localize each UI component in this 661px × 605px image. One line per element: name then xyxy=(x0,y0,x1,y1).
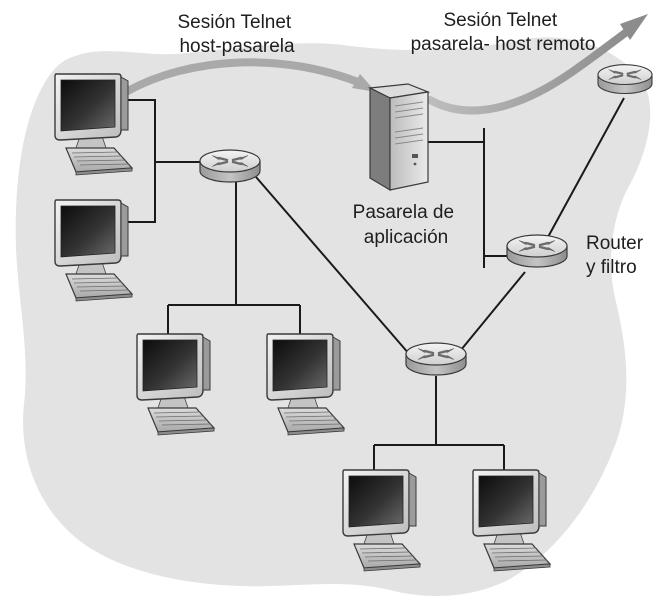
label-line: host-pasarela xyxy=(179,36,295,57)
telnet-arrow-host-gateway xyxy=(122,58,367,96)
label-application-gateway: Pasarela de aplicación xyxy=(353,202,460,248)
cable-router3-router2 xyxy=(455,271,526,357)
remote-router-icon xyxy=(596,63,654,95)
label-line: Sesión Telnet xyxy=(177,12,291,33)
cable-host-group-3 xyxy=(373,376,505,478)
label-line: Sesión Telnet xyxy=(443,10,557,31)
label-line: Router xyxy=(586,233,644,254)
telnet-session-arrows xyxy=(122,14,648,115)
label-line: y filtro xyxy=(586,257,637,278)
telnet-arrow-gateway-remote-head xyxy=(620,14,648,40)
gateway-server-icon xyxy=(369,83,429,191)
router-filter-icon xyxy=(505,233,569,269)
network-cables xyxy=(118,97,625,478)
label-line: aplicación xyxy=(364,227,449,248)
cable-router2-remote xyxy=(547,97,625,238)
telnet-arrow-gateway-remote xyxy=(426,24,636,115)
cable-router1-router3 xyxy=(255,176,411,356)
label-line: Pasarela de xyxy=(353,202,454,223)
label-router-filter: Router y filtro xyxy=(586,233,648,278)
router-icon xyxy=(198,148,262,184)
router-icon xyxy=(404,341,468,377)
label-line: pasarela- host remoto xyxy=(411,34,596,55)
label-telnet-gateway-remote: Sesión Telnet pasarela- host remoto xyxy=(411,10,596,55)
cable-host-group-2 xyxy=(167,182,301,338)
label-telnet-host-gateway: Sesión Telnet host-pasarela xyxy=(177,12,296,57)
network-region xyxy=(15,37,651,596)
